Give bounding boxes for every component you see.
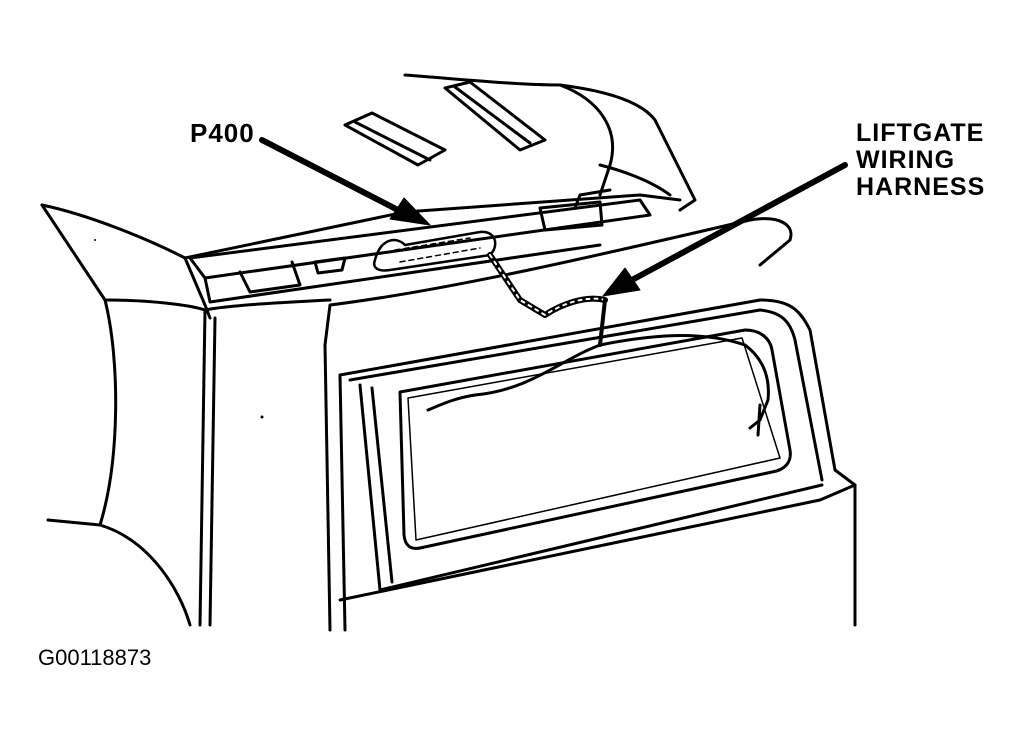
wiring-harness	[373, 230, 770, 437]
vehicle-body	[40, 73, 697, 627]
leader-arrows	[259, 137, 848, 297]
p400-callout-label: P400	[190, 118, 255, 148]
liftgate	[323, 217, 857, 632]
roof-rack-rails	[343, 80, 547, 167]
harness-label-line-3: HARNESS	[856, 173, 986, 201]
harness-label-line-2: WIRING	[856, 146, 956, 174]
figure-id: G00118873	[38, 645, 152, 670]
liftgate-hinge-header	[188, 188, 652, 304]
liftgate-wiring-harness-callout-label: LIFTGATE WIRING HARNESS	[856, 120, 985, 201]
harness-label-line-1: LIFTGATE	[856, 119, 985, 147]
